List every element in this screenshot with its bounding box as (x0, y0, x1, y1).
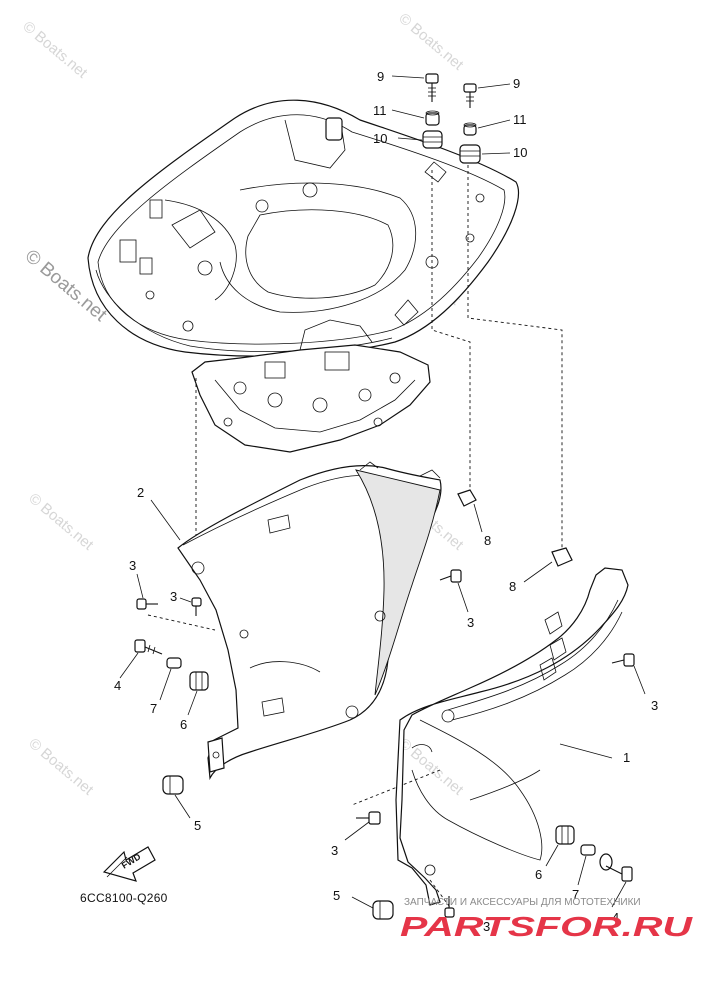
lower-cowling-tray (87, 99, 520, 357)
callout-3: 3 (170, 589, 177, 604)
clip-8-upper (457, 489, 483, 533)
shop-tagline: ЗАПЧАСТИ И АКСЕССУАРЫ ДЛЯ МОТОТЕХНИКИ (404, 897, 641, 908)
fasteners-right (344, 653, 646, 920)
callout-7: 7 (572, 887, 579, 902)
callout-4: 4 (612, 910, 619, 925)
bolt-9-left (425, 73, 439, 102)
bolt-4-right (605, 865, 633, 882)
shop-branding: ЗАПЧАСТИ И АКСЕССУАРЫ ДЛЯ МОТОТЕХНИКИ PA… (400, 897, 693, 942)
clip-8-lower (523, 547, 573, 583)
top-hardware (391, 73, 511, 164)
fasteners-left (119, 569, 469, 819)
grommet-10-right (459, 144, 481, 164)
grommet-6-left (189, 671, 209, 691)
collar-7-left (166, 657, 182, 669)
callout-2: 2 (137, 485, 144, 500)
grommet-10-left (422, 130, 443, 149)
callout-3: 3 (651, 698, 658, 713)
callout-9: 9 (377, 69, 384, 84)
screw-3-b (191, 597, 202, 616)
callout-5: 5 (333, 888, 340, 903)
watermark-text: © Boats.net (25, 735, 97, 799)
diagram-code: 6CC8100-Q260 (80, 891, 168, 905)
bolt-4-left (134, 639, 163, 655)
apron-left (177, 461, 442, 781)
grommet-6-right (555, 825, 575, 845)
engine-base-casting (191, 319, 431, 453)
fwd-arrow: FWD (102, 846, 156, 882)
callout-5: 5 (194, 818, 201, 833)
screw-3-d (611, 653, 635, 667)
callout-6: 6 (535, 867, 542, 882)
washer-right (599, 853, 613, 871)
callout-8: 8 (509, 579, 516, 594)
callout-7: 7 (150, 701, 157, 716)
callout-8: 8 (484, 533, 491, 548)
callout-10: 10 (373, 131, 387, 146)
callout-labels: 9 9 11 11 10 10 2 8 8 3 3 3 3 3 3 4 4 7 … (114, 69, 658, 934)
grommet-5-left (162, 775, 184, 795)
callout-1: 1 (623, 750, 630, 765)
collar-11-left (425, 110, 440, 126)
callout-3: 3 (467, 615, 474, 630)
watermark-text: © Boats.net (395, 10, 467, 74)
callout-3: 3 (331, 843, 338, 858)
shop-logo: PARTSFOR.RU (400, 911, 693, 942)
callout-3: 3 (129, 558, 136, 573)
watermark-text: © Boats.net (395, 735, 467, 799)
watermark-text: © Boats.net (19, 18, 91, 82)
callout-11: 11 (513, 112, 527, 127)
callout-3: 3 (483, 919, 490, 934)
screw-3-a (136, 598, 158, 610)
callout-9: 9 (513, 76, 520, 91)
callout-6: 6 (180, 717, 187, 732)
bolt-9-right (463, 83, 477, 108)
screw-3-c (439, 569, 462, 583)
callout-4: 4 (114, 678, 121, 693)
collar-7-right (580, 844, 596, 856)
apron-right (395, 567, 629, 906)
collar-11-right (463, 122, 477, 136)
watermark-text: © Boats.net (25, 490, 97, 554)
grommet-5-right (372, 900, 394, 920)
screw-3-e (356, 811, 381, 825)
leader-part-2 (150, 499, 181, 541)
callout-11: 11 (373, 103, 387, 118)
callout-10: 10 (513, 145, 527, 160)
screw-3-f (444, 896, 455, 918)
